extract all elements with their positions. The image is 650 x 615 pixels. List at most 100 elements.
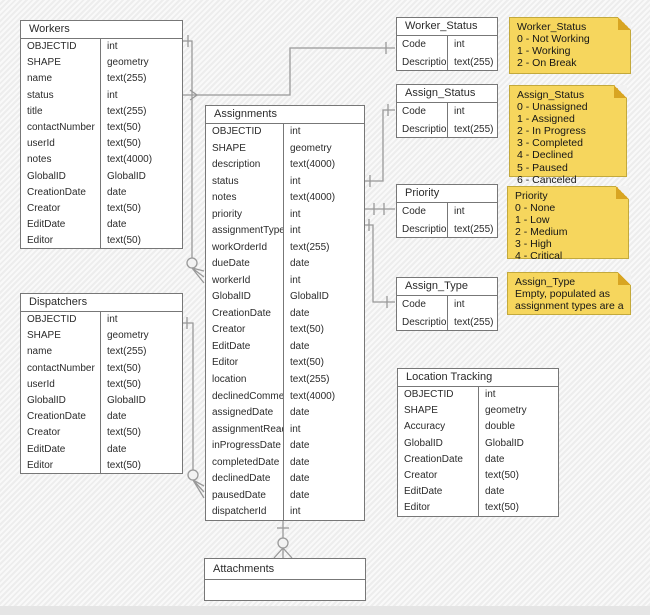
field-name: location [206, 371, 284, 389]
field-name: title [21, 103, 101, 120]
canvas-edge-strip [0, 606, 650, 615]
field-type: text(50) [107, 378, 141, 390]
field-name: inProgressDate [206, 438, 284, 455]
table-title: Attachments [205, 559, 365, 580]
zero-circle-icon [186, 257, 198, 269]
field-name: EditDate [398, 484, 479, 501]
table-title: Assign_Type [397, 278, 497, 296]
field-type: double [485, 421, 516, 433]
field-type: int [107, 89, 118, 101]
table-title: Dispatchers [21, 294, 182, 312]
field-name: userId [21, 376, 101, 393]
note-line: 3 - High [515, 238, 552, 251]
field-type: text(50) [107, 459, 141, 471]
table-row: inProgressDate date [206, 438, 364, 455]
table-title: Assignments [206, 106, 364, 124]
connector-assignments-attachments [273, 520, 293, 559]
field-type: text(50) [107, 121, 141, 133]
note-line: 1 - Low [515, 214, 550, 227]
table-row: Accuracy double [398, 419, 558, 436]
field-name: OBJECTID [206, 124, 284, 141]
field-name: CreationDate [21, 409, 101, 426]
field-type: int [454, 206, 465, 217]
connector-assignments-assign-status [365, 104, 395, 187]
field-type: text(255) [454, 123, 494, 135]
note-line: Empty, populated as [515, 288, 610, 301]
note-line: 0 - None [515, 202, 556, 215]
note-line: 2 - Medium [515, 226, 568, 239]
table-title: Workers [21, 21, 182, 39]
field-name: Editor [398, 500, 479, 516]
field-type: int [107, 41, 118, 52]
field-name: GlobalID [21, 392, 101, 410]
note-line: 4 - Critical [515, 250, 563, 263]
field-name: Creator [21, 425, 101, 442]
field-type: text(50) [107, 235, 141, 247]
field-type: text(4000) [107, 154, 153, 166]
field-type: date [290, 340, 310, 352]
entity-table-attachments[interactable]: Attachments [204, 558, 366, 601]
note-line: 5 - Paused [517, 161, 568, 174]
field-name: SHAPE [398, 403, 479, 420]
field-type: text(4000) [290, 159, 336, 171]
field-name: notes [206, 190, 284, 207]
field-name: OBJECTID [398, 387, 479, 404]
field-name: description [206, 157, 284, 174]
field-name: CreationDate [206, 305, 284, 323]
table-title: Assign_Status [397, 85, 497, 103]
field-type: geometry [107, 330, 149, 342]
field-name: Accuracy [398, 419, 479, 436]
field-type: geometry [290, 142, 332, 154]
field-name: SHAPE [206, 140, 284, 158]
field-type: date [290, 440, 310, 452]
field-type: date [290, 258, 310, 270]
field-name: completedDate [206, 454, 284, 472]
zero-circle-icon [277, 537, 289, 549]
field-type: text(50) [290, 357, 324, 369]
field-type: text(255) [290, 241, 330, 253]
note-line: Priority [515, 190, 548, 202]
field-type: GlobalID [290, 291, 329, 303]
connector-workers-assignments [183, 35, 205, 284]
field-name: Code [397, 36, 448, 54]
field-type: date [290, 489, 310, 501]
